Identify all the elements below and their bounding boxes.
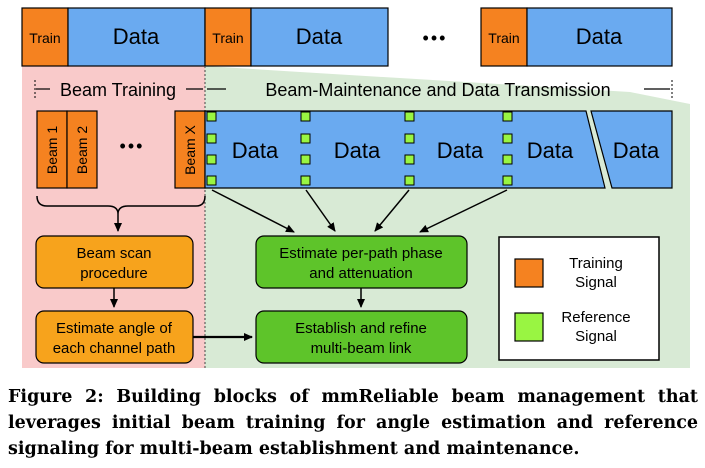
estimate-phase-text-2: and attenuation	[309, 265, 412, 282]
estimate-phase-text-1: Estimate per-path phase	[279, 245, 442, 262]
legend-training-text-2: Signal	[575, 274, 617, 291]
reference-signals-col-4	[502, 111, 513, 186]
train-label-2: Train	[212, 30, 243, 46]
beam-1-label: Beam 1	[44, 126, 60, 174]
ref-arrow-3	[374, 189, 410, 232]
top-frame-row: Train Data Train Data ••• Train Data	[21, 7, 673, 67]
reference-signals-col-1	[206, 111, 217, 186]
ref-arrow-2	[305, 189, 336, 232]
train-label-3: Train	[488, 30, 519, 46]
ref-arrow-1	[211, 189, 295, 233]
reference-signals-col-2	[300, 111, 311, 186]
beam-x-block	[174, 110, 206, 189]
beam-scan-text-2: procedure	[80, 265, 148, 282]
maintenance-label: Beam-Maintenance and Data Transmission	[265, 80, 610, 100]
data-slot-3	[526, 7, 673, 67]
establish-text-2: multi-beam link	[311, 340, 412, 357]
data-segment-2: Data	[334, 138, 381, 163]
train-slot-1	[21, 7, 69, 67]
figure-caption: Figure 2: Building blocks of mmReliable …	[8, 387, 698, 459]
top-ellipsis: •••	[423, 28, 448, 48]
beam-x-label: Beam X	[182, 124, 198, 174]
data-label-2: Data	[296, 24, 343, 49]
reference-signals-col-3	[404, 111, 415, 186]
data-segment-5: Data	[613, 138, 660, 163]
estimate-angle-text-2: each channel path	[53, 340, 176, 357]
train-slot-3	[480, 7, 528, 67]
beam-training-label: Beam Training	[60, 80, 176, 100]
data-slot-2	[250, 7, 389, 67]
data-segment-3: Data	[437, 138, 484, 163]
beam-2-label: Beam 2	[74, 126, 90, 174]
establish-text-1: Establish and refine	[295, 320, 427, 337]
data-segment-4: Data	[527, 138, 574, 163]
train-label-1: Train	[29, 30, 60, 46]
establish-block	[255, 310, 468, 364]
beam-scan-text-1: Beam scan	[76, 245, 151, 262]
legend-training-swatch	[514, 258, 544, 288]
data-label-1: Data	[113, 24, 160, 49]
beam-2-block	[66, 110, 98, 189]
beam-management-diagram: Train Data Train Data ••• Train Data Bea…	[21, 7, 690, 368]
data-label-3: Data	[576, 24, 623, 49]
data-strip-tail	[590, 110, 673, 189]
legend: Training Signal Reference Signal	[498, 236, 660, 361]
legend-reference-text-1: Reference	[561, 309, 630, 326]
legend-training-text-1: Training	[569, 255, 623, 272]
beam-ellipsis: •••	[120, 136, 145, 156]
train-slot-2	[204, 7, 252, 67]
ref-arrow-4	[419, 189, 508, 233]
beam-1-block	[36, 110, 68, 189]
legend-reference-text-2: Signal	[575, 328, 617, 345]
data-strip	[204, 110, 606, 189]
legend-reference-swatch	[514, 312, 544, 342]
data-segment-1: Data	[232, 138, 279, 163]
estimate-angle-text-1: Estimate angle of	[56, 320, 173, 337]
